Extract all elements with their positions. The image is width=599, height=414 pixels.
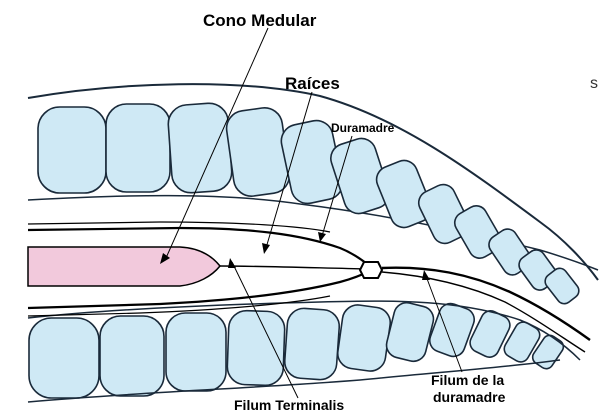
label-duramadre: Duramadre [331,121,395,135]
dural-closure-knot [360,262,382,278]
vertebral-body [336,303,392,373]
cono-medular-shape [28,247,220,286]
vertebral-body [284,307,341,380]
vertebral-body [166,313,226,391]
label-cono-medular: Cono Medular [203,11,317,30]
label-filum-terminalis: Filum Terminalis [234,397,344,413]
vertebral-body [227,310,286,386]
edge-text-fragment: s [590,75,598,92]
label-filum-duramadre-line1: Filum de la [431,372,504,388]
vertebral-body [100,316,164,396]
vertebral-body [29,318,99,398]
vertebral-body [38,107,106,193]
vertebral-body [224,106,291,199]
vertebral-body [106,104,170,192]
label-raices: Raíces [285,74,340,93]
label-filum-duramadre-line2: duramadre [433,389,506,405]
